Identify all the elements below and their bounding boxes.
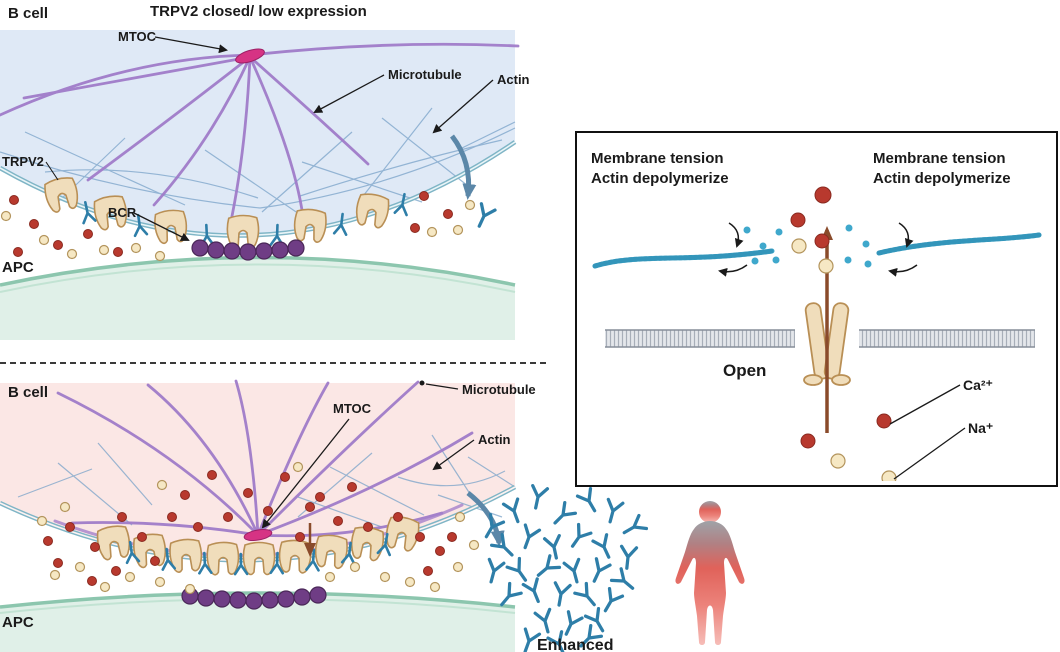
ca-label: Ca²⁺ [963,377,993,393]
mtoc-icon [235,48,265,64]
bcell-body [0,30,515,236]
cell-membrane [0,485,517,563]
bcell-label: B cell [8,384,48,401]
na-label: Na⁺ [968,420,993,436]
depolymerization-arrows [718,222,918,277]
na-ions [791,238,897,486]
secretion-arrow [449,134,477,200]
apc-label: APC [2,614,34,631]
label-pointer [889,384,961,425]
na-ions [36,461,480,595]
trpv2-label: TRPV2 [2,154,44,169]
label-pointer [893,427,966,480]
trpv2-open-channel [803,302,851,386]
label-pointer [432,439,475,471]
label-pointer [261,418,350,529]
label-pointer [313,74,385,113]
right-note-line2: Actin depolymerize [873,170,1011,187]
label-pointer [425,383,459,390]
membrane-bilayer [605,329,1035,348]
mtoc-label: MTOC [118,29,157,44]
label-pointer [133,212,190,241]
apc-surface [0,255,516,340]
mtoc-icon [243,529,273,541]
ca-ions [790,186,892,449]
apc-surface [0,591,516,652]
na-ions [0,199,476,262]
label-pointer [432,79,494,134]
open-label: Open [723,361,766,380]
antigens [181,586,327,610]
microtubules [0,42,520,228]
left-note-line1: Membrane tension [591,150,724,167]
actin-filaments [592,232,1042,269]
bcell-label: B cell [8,5,48,22]
antigens [191,239,305,261]
actin-label: Actin [497,72,530,87]
right-note-line1: Membrane tension [873,150,1006,167]
label-pointer [154,36,228,54]
microtubule-label: Microtubule [388,67,462,82]
microtubule-label: Microtubule [462,382,536,397]
bottom-panel-activated-bcell: B cell MTOC Microtubule Actin APC Enhanc… [0,379,649,652]
antibody-icon [470,202,497,231]
label-pointer-dot [419,380,425,386]
actin-monomers [743,224,872,268]
mtoc-label: MTOC [333,401,372,416]
separator-dashed-line [0,362,546,364]
inset-diagram: Membrane tension Actin depolymerize Memb… [591,150,1042,486]
enhanced-caption: Enhanced [537,637,613,652]
left-note-line2: Actin depolymerize [591,170,729,187]
ca-ions [9,191,453,257]
actin-label: Actin [478,432,511,447]
bcr-label: BCR [108,205,137,220]
inset-panel: Membrane tension Actin depolymerize Memb… [575,131,1058,487]
ca-ions [43,470,457,586]
label-pointer [45,161,59,181]
apc-label: APC [2,259,34,276]
bcell-body [0,383,515,561]
top-panel-resting-bcell: B cell TRPV2 closed/ low expression MTOC… [0,3,530,340]
human-figure [675,501,745,645]
panel-title: TRPV2 closed/ low expression [150,3,367,20]
